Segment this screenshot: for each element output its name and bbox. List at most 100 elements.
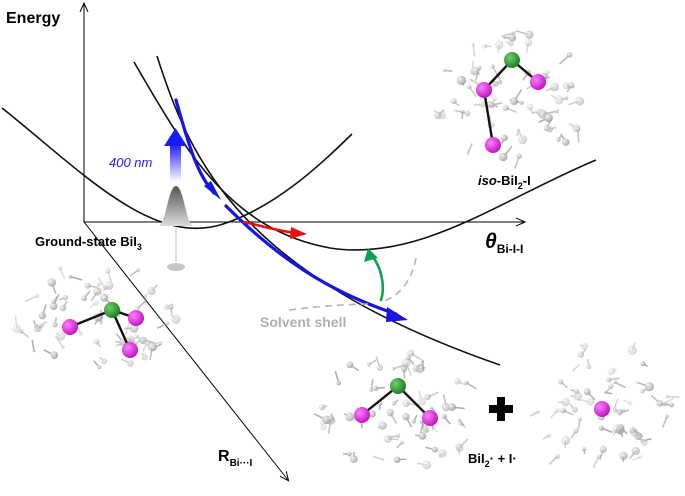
dissociation-trajectory xyxy=(174,98,408,322)
solvent-atom xyxy=(171,314,181,324)
solvent-atom xyxy=(320,423,327,431)
solvent-bond xyxy=(467,143,473,154)
solvent-atom xyxy=(577,351,585,358)
solvent-atom xyxy=(490,63,495,69)
solvent-atom xyxy=(407,349,415,357)
solvent-atom xyxy=(366,362,372,367)
theta-symbol: θ xyxy=(485,230,497,253)
solvent-atom xyxy=(508,34,517,42)
molecule-clusters xyxy=(12,30,680,470)
ground-state-wavepacket xyxy=(158,186,194,271)
solvent-shell-boundary xyxy=(288,257,417,311)
solvent-atom xyxy=(368,410,376,418)
solvent-atom xyxy=(369,388,374,392)
solvent-atom xyxy=(457,420,463,426)
solvent-atom xyxy=(81,295,88,302)
solvent-atom xyxy=(441,414,447,419)
solvent-atom xyxy=(380,457,385,461)
iodine-atom xyxy=(422,410,438,426)
solvent-atom xyxy=(391,401,397,406)
solvent-atom xyxy=(431,446,438,453)
solvent-atom xyxy=(378,421,387,430)
solvent-atom xyxy=(510,97,519,106)
solvent-atom xyxy=(639,388,645,394)
iodine-atom xyxy=(530,74,546,90)
solvent-atom xyxy=(100,358,108,365)
solvent-atom xyxy=(640,439,648,446)
solvent-atom xyxy=(441,402,451,412)
solvent-bond xyxy=(469,78,480,86)
solvent-atom xyxy=(147,287,156,296)
solvent-atom xyxy=(318,403,326,411)
solvent-atom xyxy=(59,304,67,312)
solvent-atom xyxy=(393,456,401,464)
solvent-atom xyxy=(583,388,591,396)
energy-axis-label: Energy xyxy=(6,10,60,27)
solvent-atom xyxy=(50,351,59,360)
solvent-bond xyxy=(614,381,626,389)
solvent-atom xyxy=(395,433,401,439)
solvent-atom xyxy=(566,51,573,58)
solvent-atom xyxy=(47,278,57,287)
solvent-atom xyxy=(518,135,528,145)
ground-state-label: Ground-state BiI3 xyxy=(35,234,142,252)
r-axis-label: RBi···I xyxy=(218,448,253,469)
solvent-atom xyxy=(607,367,616,376)
solvent-atom xyxy=(424,393,431,401)
solvent-atom xyxy=(78,331,83,336)
solvent-bond xyxy=(70,275,83,281)
solvent-atom xyxy=(477,65,482,70)
solvent-atom xyxy=(627,345,637,356)
solvent-atom xyxy=(613,380,617,385)
solvent-atom xyxy=(418,432,427,440)
solvent-atom xyxy=(466,83,472,90)
iso-suffix: -I xyxy=(523,173,531,188)
solvent-atom xyxy=(627,400,633,406)
solvent-atom xyxy=(525,30,534,39)
solvent-atom xyxy=(558,379,564,385)
solvent-atom xyxy=(97,281,102,286)
solvent-atom xyxy=(554,453,560,460)
solvent-atom xyxy=(554,407,560,413)
plus-sign xyxy=(489,397,513,421)
solvent-atom xyxy=(412,364,420,372)
products-subscript: 2 xyxy=(485,459,490,469)
iodine-atom xyxy=(485,137,501,153)
solvent-atom xyxy=(419,429,423,433)
solvent-atom xyxy=(133,333,139,339)
solvent-atom xyxy=(499,152,508,162)
solvent-atom xyxy=(598,425,604,431)
solvent-atom xyxy=(422,426,430,433)
solvent-atom xyxy=(102,285,107,291)
solvent-atom xyxy=(586,364,592,370)
solvent-bond xyxy=(97,276,106,289)
iso-mid: -BiI xyxy=(497,173,518,188)
solvent-bond xyxy=(24,295,38,303)
products-radicals: · + I· xyxy=(490,451,517,466)
solvent-atom xyxy=(554,95,564,105)
solvent-atom xyxy=(586,397,595,406)
solvent-atom xyxy=(581,446,587,452)
solvent-atom xyxy=(556,137,561,143)
solvent-atom xyxy=(346,361,354,369)
solvent-atom xyxy=(402,399,411,408)
solvent-atom xyxy=(500,134,508,142)
solvent-atom xyxy=(519,100,524,105)
solvent-bond xyxy=(31,339,35,351)
recombination-arrow xyxy=(364,248,385,302)
iodine-radical-molecule xyxy=(529,342,680,469)
solvent-atom xyxy=(38,311,47,320)
solvent-atom xyxy=(471,42,475,47)
solvent-atom xyxy=(168,304,174,310)
iodine-atom xyxy=(122,342,138,358)
solvent-atom xyxy=(39,323,44,328)
solvent-atom xyxy=(84,282,91,289)
solvent-atom xyxy=(644,382,654,392)
solvent-atom xyxy=(402,413,410,421)
solvent-atom xyxy=(52,321,58,328)
solvent-atom xyxy=(616,409,623,416)
solvent-atom xyxy=(163,304,170,310)
solvent-atom xyxy=(35,293,40,298)
solvent-atom xyxy=(619,451,628,460)
solvent-atom xyxy=(93,300,99,306)
